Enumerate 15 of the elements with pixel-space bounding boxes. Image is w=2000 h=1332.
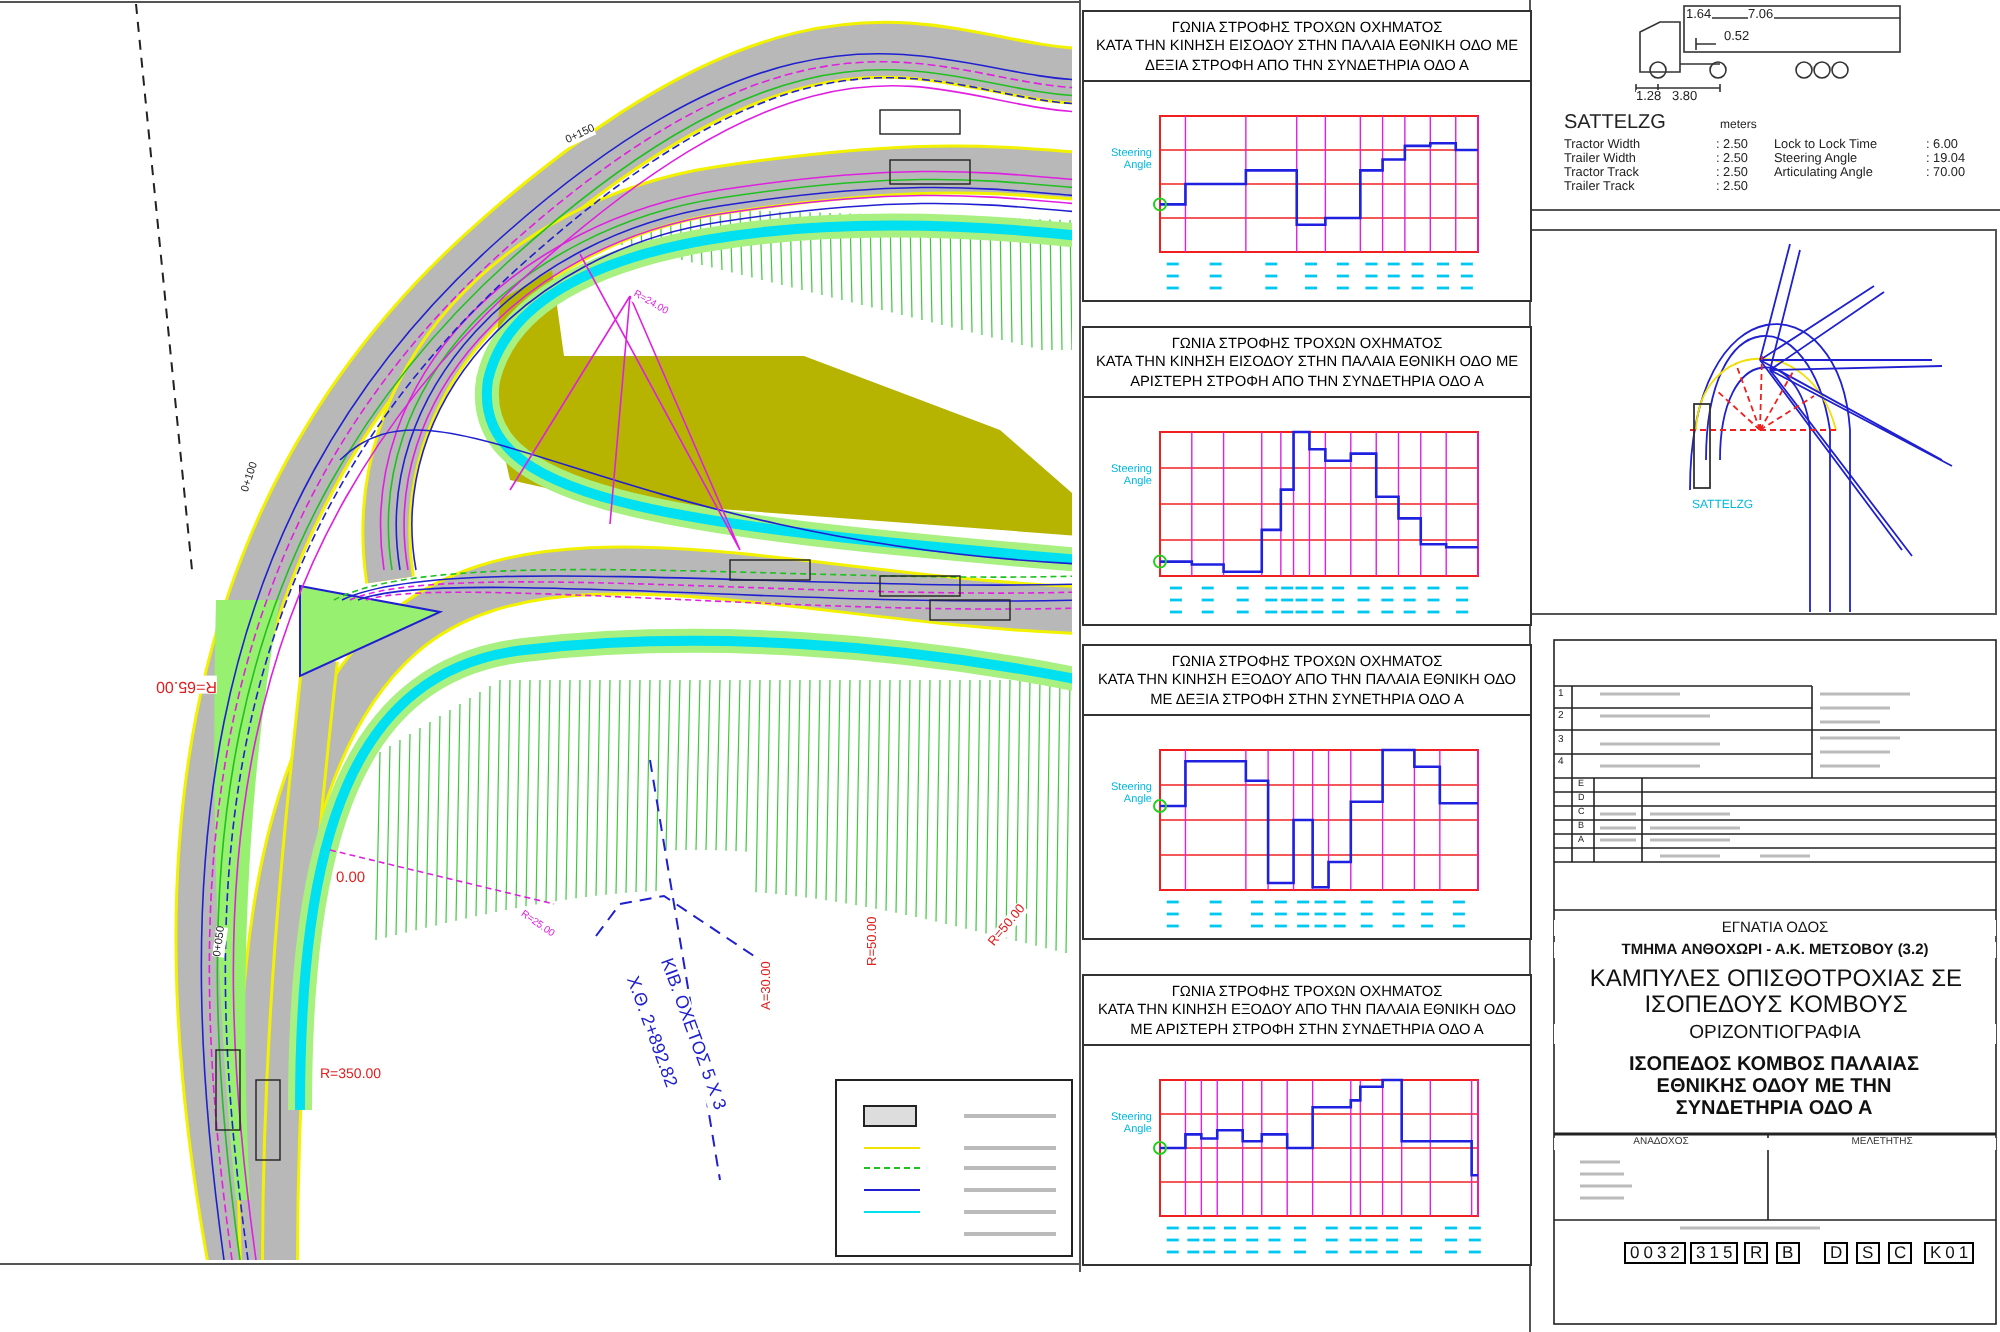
chart-panel: [1082, 326, 1532, 626]
drawing-code: K01: [1924, 1242, 1975, 1265]
drawing-code: C: [1888, 1242, 1913, 1265]
vehicle-name: SATTELZG: [1564, 112, 1666, 134]
radius-label: R=65.00: [156, 676, 217, 694]
chart-panel: [1082, 10, 1532, 302]
drawing-code: 315: [1690, 1242, 1739, 1265]
chart-panel: [1082, 974, 1532, 1266]
drawing-code: 0032: [1624, 1242, 1686, 1265]
drawing-code: B: [1776, 1242, 1800, 1265]
chart-panel: [1082, 644, 1532, 940]
drawing-code: R: [1744, 1242, 1769, 1265]
drawing-code: S: [1856, 1242, 1880, 1265]
title-block-text: ΟΡΙΖΟΝΤΙΟΓΡΑΦΙΑ: [1554, 1024, 1996, 1045]
drawing-code: D: [1824, 1242, 1849, 1265]
